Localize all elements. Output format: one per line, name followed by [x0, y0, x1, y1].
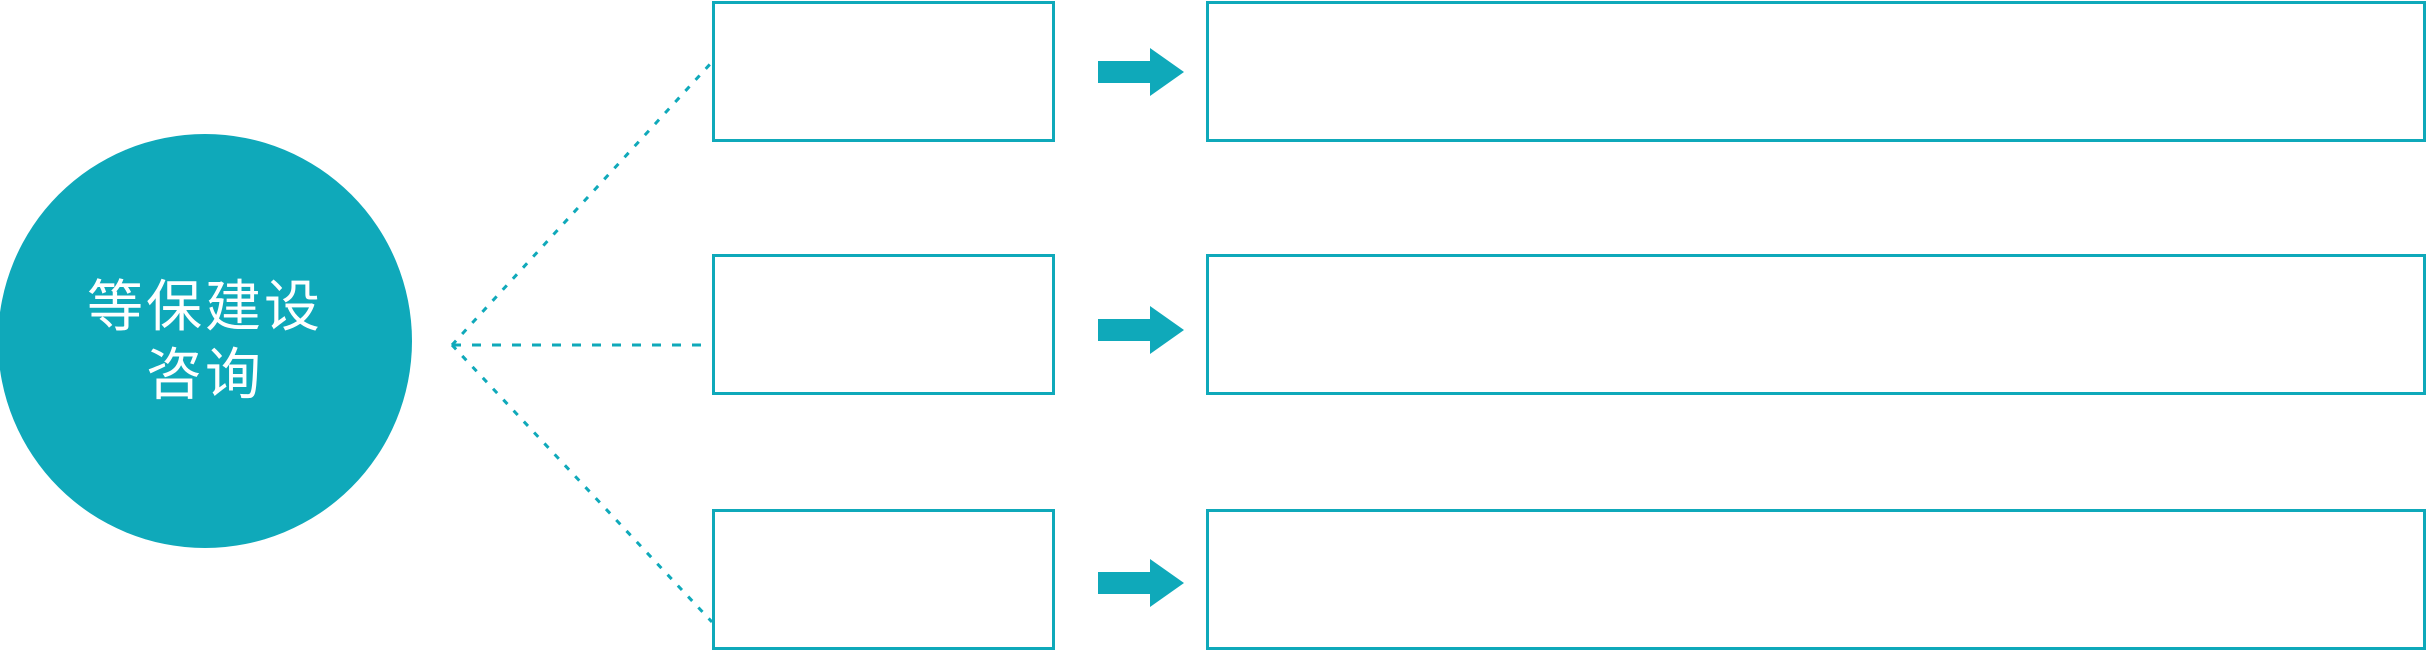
branch-row [0, 509, 2434, 651]
hub-circle[interactable]: 等保建设 咨询 [0, 134, 412, 548]
branch-detail-box[interactable] [1206, 509, 2426, 650]
hub-title-line-1: 等保建设 [87, 274, 323, 338]
branch-detail-box[interactable] [1206, 1, 2426, 142]
branch-label-box[interactable] [712, 254, 1055, 395]
right-block-arrow-icon [1098, 46, 1184, 98]
branch-row [0, 1, 2434, 143]
right-block-arrow-icon [1098, 304, 1184, 356]
branch-detail-box[interactable] [1206, 254, 2426, 395]
hub-title-line-2: 咨询 [146, 343, 264, 406]
branch-label-box[interactable] [712, 1, 1055, 142]
right-block-arrow-icon [1098, 557, 1184, 609]
branch-row [0, 254, 2434, 396]
branch-label-box[interactable] [712, 509, 1055, 650]
